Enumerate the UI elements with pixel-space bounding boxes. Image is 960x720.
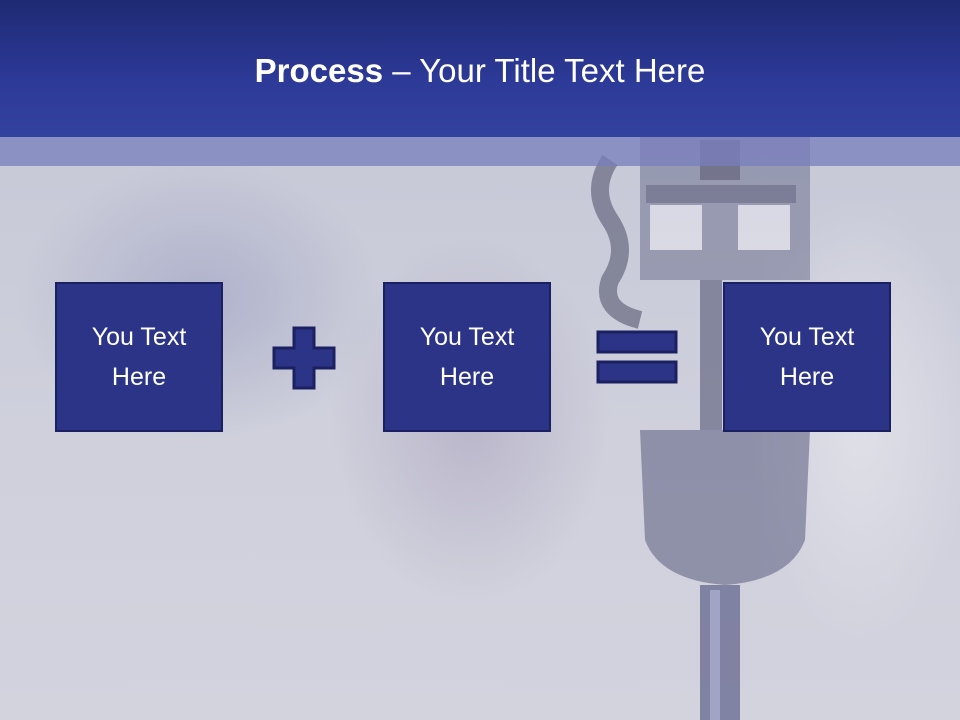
process-box-2: You Text Here [383, 282, 551, 432]
title-banner [0, 0, 960, 137]
equals-icon [596, 330, 678, 384]
slide-title: Process – Your Title Text Here [0, 52, 960, 90]
header-accent-band [0, 137, 960, 166]
process-box-1: You Text Here [55, 282, 223, 432]
process-box-3: You Text Here [723, 282, 891, 432]
slide-title-bold: Process [254, 52, 384, 89]
slide-title-dash: – [383, 52, 420, 89]
slide-title-rest: Your Title Text Here [419, 52, 706, 89]
plus-icon [272, 326, 336, 390]
